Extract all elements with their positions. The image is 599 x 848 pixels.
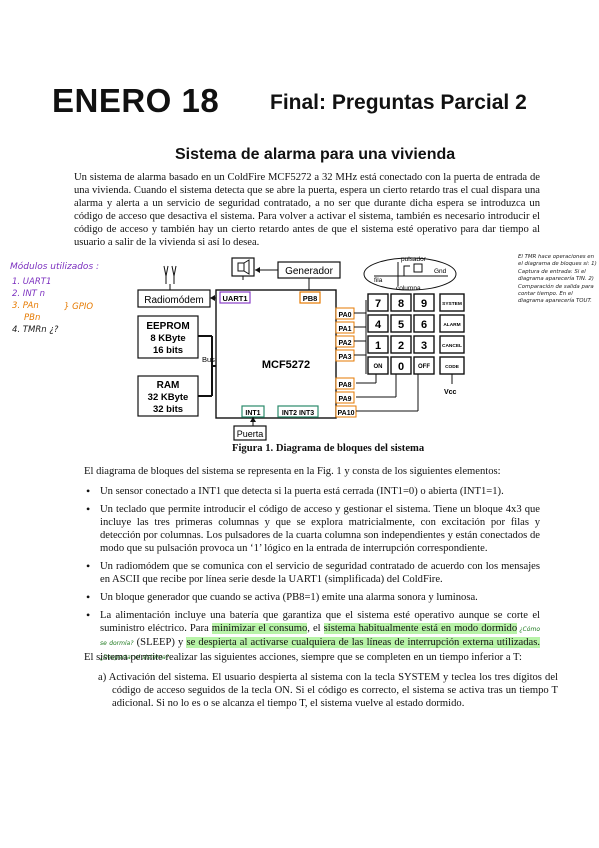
text-span: (SLEEP) y	[133, 637, 187, 648]
key-1: 1	[375, 340, 381, 352]
eeprom-size: 8 KByte	[150, 333, 185, 344]
handwritten-modules-list: 1. UART1 2. INT n 3. PAn PBn 4. TMRn ¿?	[12, 276, 58, 336]
module-item: PBn	[24, 313, 41, 323]
key-5: 5	[398, 319, 404, 331]
radiomodem-label: Radiomódem	[144, 295, 203, 306]
module-item: 2. INT n	[12, 289, 45, 299]
pulsador-label: pulsador	[401, 256, 427, 263]
key-cancel: CANCEL	[442, 343, 462, 349]
key-alarm: ALARM	[443, 322, 460, 328]
ram-label: RAM	[157, 380, 180, 391]
key-off: OFF	[418, 364, 430, 370]
vcc-label: Vcc	[444, 389, 457, 396]
ram-width: 32 bits	[153, 404, 183, 415]
exam-date-heading: ENERO 18	[52, 82, 220, 119]
list-item-power: La alimentación incluye una batería que …	[86, 609, 540, 664]
puerta-block	[233, 425, 267, 441]
highlight-minimize: minimizar el consumo	[211, 623, 308, 634]
bus-label: Bus	[202, 355, 215, 364]
int23-pins	[277, 405, 319, 418]
key-on: ON	[374, 364, 383, 370]
handwritten-note-sleep: ¿Cómo se dormía?	[100, 626, 540, 647]
list-item: Un teclado que permite introducir el cód…	[86, 503, 540, 555]
module-item: 1. UART1	[12, 277, 52, 287]
elements-list: Un sensor conectado a INT1 que detecta s…	[86, 485, 540, 669]
highlight-wakeup: se despierta al activarse cualquiera de …	[186, 637, 540, 648]
figure-caption: Figura 1. Diagrama de bloques del sistem…	[232, 443, 425, 454]
handwritten-gpio-brace: } GPIO	[64, 302, 94, 312]
handwritten-side-note: El TMR hace operaciones en el diagrama d…	[518, 254, 597, 305]
eeprom-label: EEPROM	[146, 321, 189, 332]
diagram-description: El diagrama de bloques del sistema se re…	[84, 466, 501, 477]
eeprom-block	[137, 315, 199, 359]
pin-pa9: PA9	[338, 396, 351, 403]
keypad: 7 8 9 4 5 6 1 2 3 ON 0 OFF SYSTEM ALARM …	[354, 293, 465, 412]
intro-paragraph: Un sistema de alarma basado en un ColdFi…	[74, 172, 540, 248]
key-8: 8	[398, 298, 404, 310]
list-item: Un bloque generador que cuando se activa…	[86, 591, 540, 604]
key-0: 0	[398, 361, 404, 373]
antenna-icon	[163, 265, 177, 284]
ram-block	[137, 375, 199, 417]
highlight-sleep: sistema habitualmente está en modo dormi…	[323, 623, 518, 634]
key-code: CODE	[445, 364, 460, 370]
block-diagram: Generador Radiomódem MCF5272 UART1 PB8 P…	[137, 256, 465, 441]
pb8-pin	[299, 291, 321, 304]
pulsador-inset: pulsador fila columna Gnd	[363, 256, 457, 292]
pin-pa0: PA0	[338, 312, 351, 319]
actions-intro: El sistema permite realizar las siguient…	[84, 652, 522, 663]
pin-pa1: PA1	[338, 326, 351, 333]
handwritten-modules-title: Módulos utilizados :	[10, 262, 100, 272]
pin-pa10: PA10	[338, 410, 355, 417]
key-system: SYSTEM	[442, 301, 462, 307]
ram-size: 32 KByte	[148, 392, 189, 403]
uart1-pin	[219, 291, 251, 304]
columna-label: columna	[396, 285, 421, 292]
key-4: 4	[375, 319, 382, 331]
key-3: 3	[421, 340, 427, 352]
module-item: 4. TMRn ¿?	[12, 325, 59, 335]
puerta-label: Puerta	[237, 429, 264, 439]
fila-label: fila	[374, 277, 383, 284]
text-span: , el	[307, 623, 324, 634]
generador-label: Generador	[285, 266, 333, 277]
int1-label: INT1	[245, 410, 260, 417]
pin-pa3: PA3	[338, 354, 351, 361]
pin-pa8: PA8	[338, 382, 351, 389]
pb8-label: PB8	[303, 294, 318, 303]
key-6: 6	[421, 319, 427, 331]
document-title: Sistema de alarma para una vivienda	[175, 146, 456, 163]
handwritten-note-wakeup: ¿Despertar el sistema?	[100, 654, 169, 661]
module-item: 3. PAn	[12, 301, 39, 311]
exam-subtitle: Final: Preguntas Parcial 2	[270, 91, 527, 114]
list-item: Un radiomódem que se comunica con el ser…	[86, 560, 540, 586]
pa-pins-group: PA0 PA1 PA2 PA3 PA8 PA9 PA10	[335, 307, 357, 418]
lamp-icon	[231, 257, 255, 280]
key-2: 2	[398, 340, 404, 352]
eeprom-width: 16 bits	[153, 345, 183, 356]
list-item: Un sensor conectado a INT1 que detecta s…	[86, 485, 540, 498]
int23-label: INT2 INT3	[282, 410, 314, 417]
mcu-label: MCF5272	[262, 359, 310, 371]
gnd-label: Gnd	[434, 268, 447, 275]
uart1-label: UART1	[222, 294, 247, 303]
key-9: 9	[421, 298, 427, 310]
text-span: La alimentación incluye una batería que …	[100, 610, 540, 634]
action-a-item: a) Activación del sistema. El usuario de…	[98, 672, 558, 709]
pin-pa2: PA2	[338, 340, 351, 347]
key-7: 7	[375, 298, 381, 310]
mcu-block	[215, 289, 337, 419]
